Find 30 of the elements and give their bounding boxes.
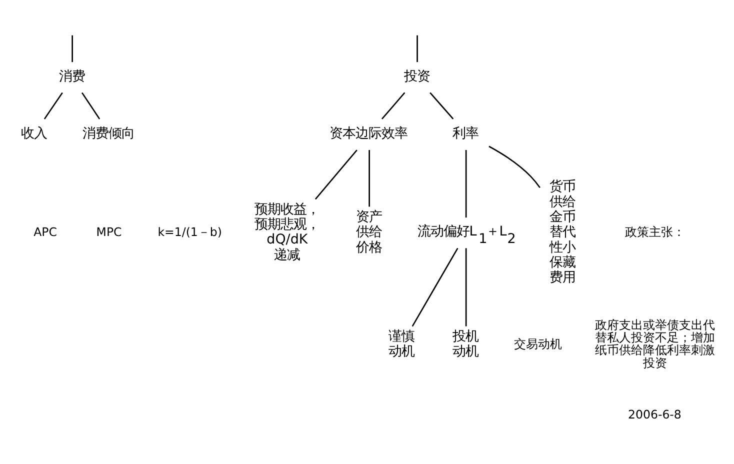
connector — [44, 92, 63, 119]
label: 2006-6-8 — [628, 407, 682, 422]
connector — [368, 150, 370, 206]
node-text: 资本边际效率 — [329, 126, 408, 142]
node-text: 消费倾向 — [82, 126, 134, 142]
node-text: 收入 — [21, 126, 47, 142]
node-text: 货币供给金币替代性小保藏费用 — [549, 179, 576, 286]
label: 交易动机 — [514, 336, 562, 350]
connector — [416, 34, 418, 62]
connector — [82, 92, 100, 119]
label: APC — [34, 224, 57, 239]
connector — [381, 92, 406, 119]
node-text: 预期收益，预期悲观，dQ/dK递减 — [254, 202, 320, 262]
node-text: 消费 — [58, 68, 85, 84]
node-text: 利率 — [452, 126, 479, 142]
connector — [314, 149, 358, 200]
label: k=1/(1－b) — [158, 224, 222, 239]
node-text: 资产供给价格 — [356, 209, 382, 255]
node-text: 谨慎动机 — [388, 328, 415, 360]
connector — [412, 247, 458, 326]
connector — [488, 145, 540, 188]
connector — [465, 248, 467, 326]
label: MPC — [96, 224, 122, 239]
connector — [430, 92, 454, 119]
connector — [72, 34, 73, 62]
label: 政府支出或举债支出代替私人投资不足；增加纸币供给降低利率刺激投资 — [595, 318, 716, 370]
label: 政策主张： — [625, 224, 686, 239]
node-text: 投机动机 — [452, 328, 479, 360]
node-text: 投资 — [404, 68, 430, 84]
connector — [465, 150, 467, 218]
